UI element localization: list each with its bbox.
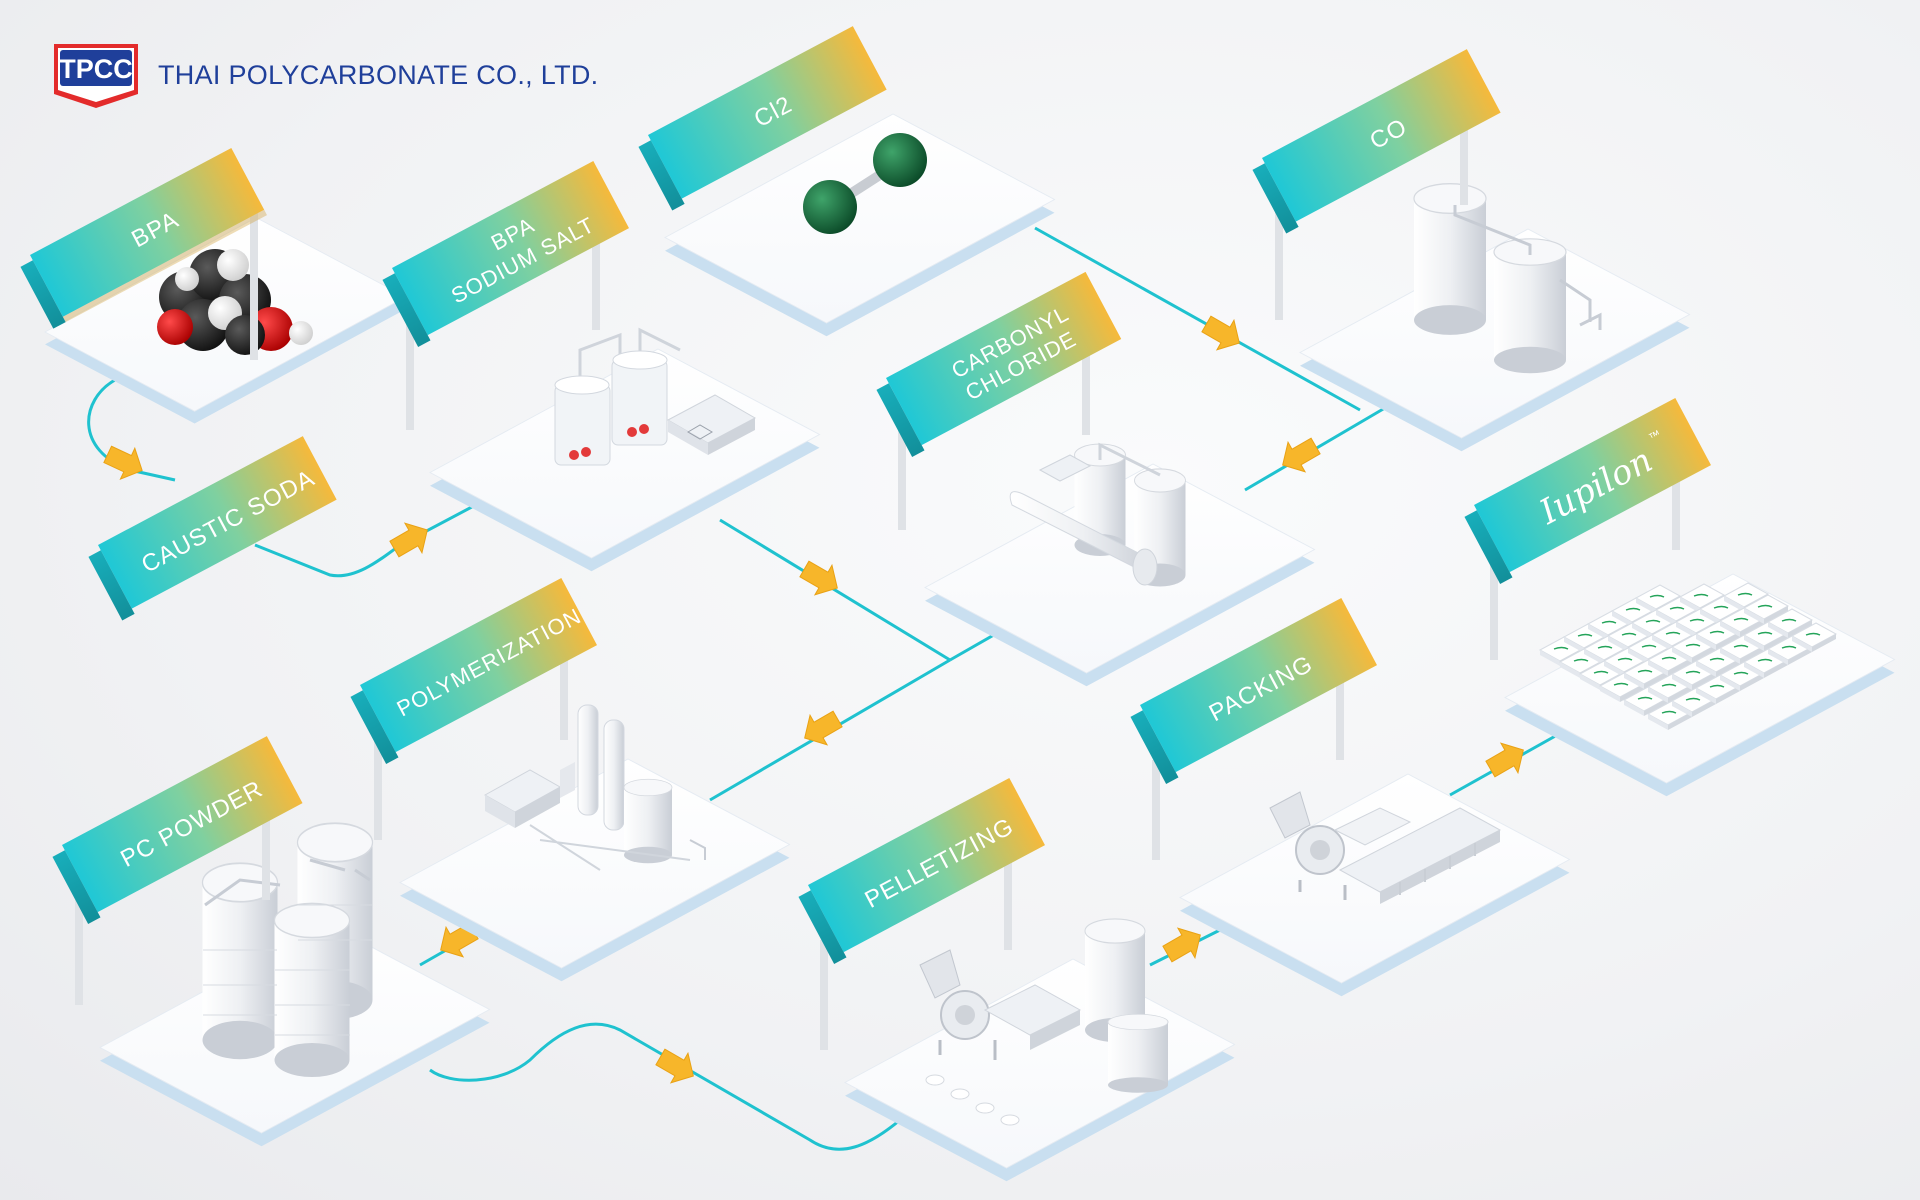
flow-arrow-icon — [1158, 919, 1210, 970]
storage-tank-icon — [1009, 442, 1187, 588]
extruder-icon — [919, 918, 1169, 1126]
flow-arrow-icon — [1481, 734, 1533, 785]
chlorine-molecule-icon — [803, 133, 927, 234]
company-logo: TPCC THAI POLYCARBONATE CO., LTD. — [48, 40, 598, 110]
bpa-molecule-icon — [157, 249, 313, 355]
tpcc-logo-mark: TPCC — [48, 40, 144, 110]
flow-arrow-icon — [651, 1041, 703, 1092]
trademark-mark: ™ — [1646, 427, 1664, 445]
reactor-tank-icon — [483, 704, 706, 871]
flow-arrow-icon — [100, 438, 150, 487]
flow-arrow-icon — [1273, 430, 1325, 481]
sign-cl2: Cl2 — [638, 26, 887, 211]
flow-arrow-icon — [795, 553, 847, 604]
sign-polymerization: POLYMERIZATION — [350, 577, 597, 840]
sign-packing: PACKING — [1130, 597, 1377, 860]
company-name: THAI POLYCARBONATE CO., LTD. — [158, 59, 599, 90]
storage-tank-icon — [1413, 182, 1602, 374]
silo-icon — [201, 822, 374, 1078]
logo-mark-text: TPCC — [59, 54, 133, 84]
flow-arrow-icon — [385, 514, 437, 565]
extruder-icon — [1269, 791, 1502, 904]
reactor-tank-icon — [554, 327, 757, 466]
sign-co: CO — [1252, 49, 1501, 320]
tpcc-emblem-icon: TPCC — [54, 44, 138, 108]
sign-bpa: BPA — [20, 147, 267, 360]
flow-arrow-icon — [1197, 308, 1249, 359]
